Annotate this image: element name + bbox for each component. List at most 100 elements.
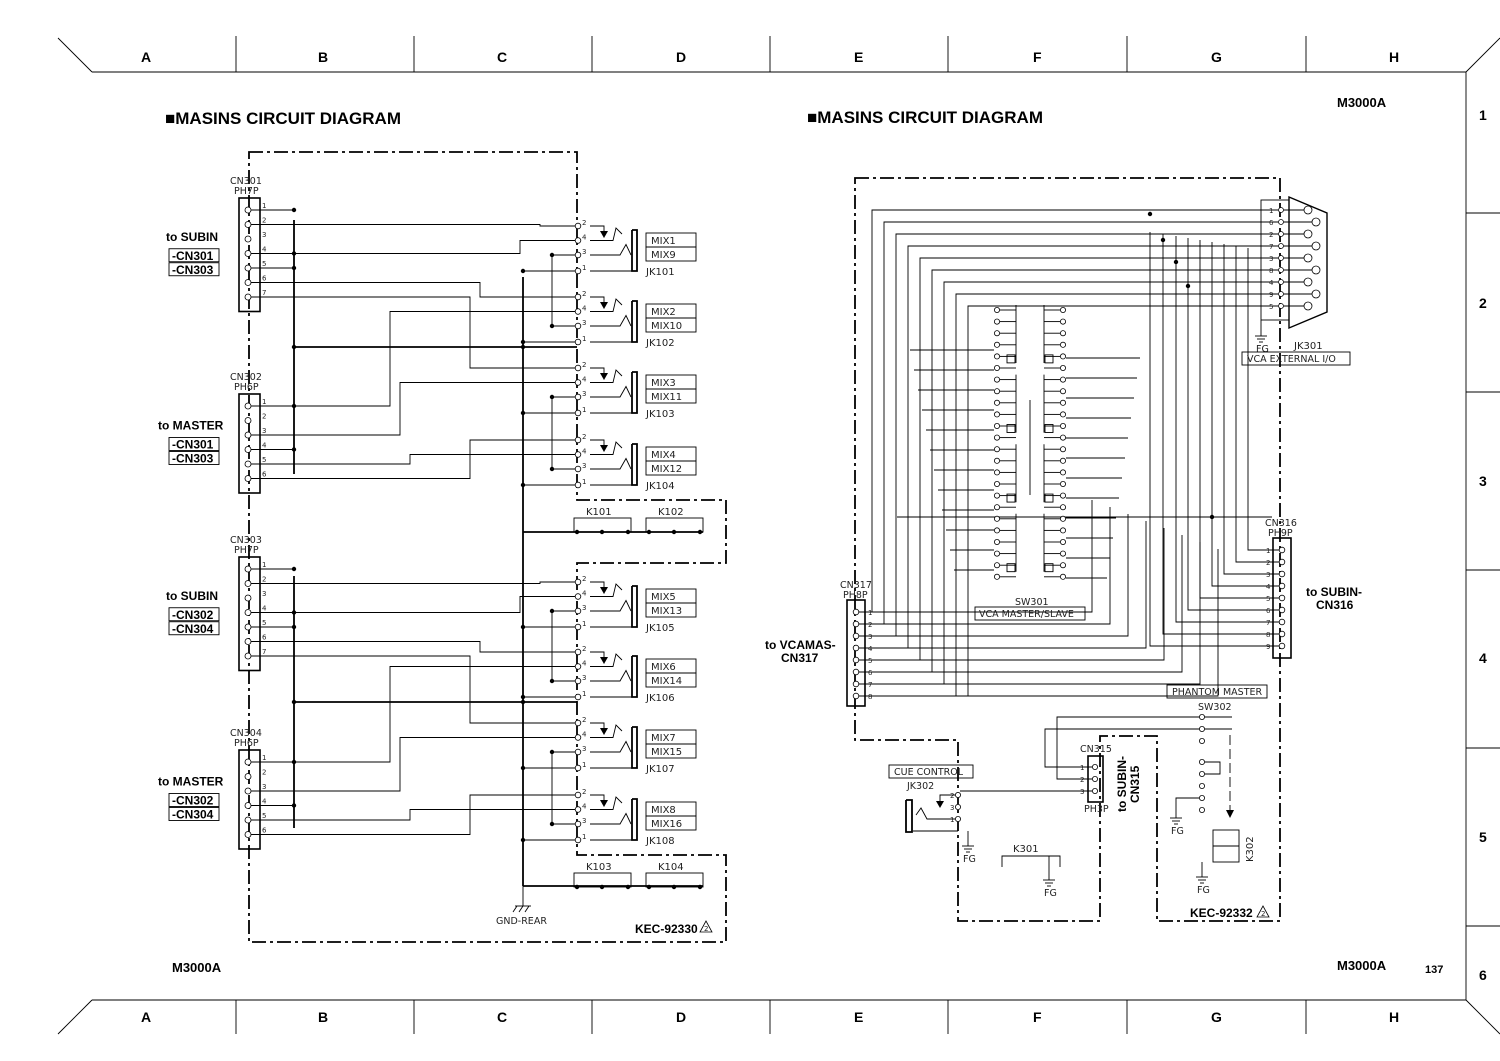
connector-pin: [852, 692, 860, 700]
connector-ref: CN304: [230, 728, 262, 739]
connector-ref: CN302: [230, 372, 262, 383]
sw302-terminal: [1199, 714, 1206, 721]
jack-pin: [574, 436, 582, 444]
jack-contact: [590, 457, 632, 470]
cn317-wire: [859, 514, 1129, 637]
dsub-pin-number: 4: [1269, 279, 1274, 287]
jack-pin-number: 1: [582, 761, 586, 769]
grid-row-label: 3: [1479, 473, 1487, 489]
grid-dividers: [235, 36, 1307, 1034]
jack-pin: [574, 409, 582, 417]
connector-pin-number: 1: [262, 202, 266, 210]
connector-destination: to MASTER: [158, 419, 224, 433]
mix-label-box: [645, 602, 697, 618]
signal-wire: [251, 439, 575, 479]
cn316-wire: [1211, 242, 1279, 587]
dsub-pin: [1278, 279, 1284, 285]
jack-tip-arrow: [600, 728, 608, 735]
connector-type: PH6P: [234, 382, 259, 393]
sw301-terminal: [1060, 550, 1067, 557]
connector-pin-number: 3: [262, 427, 266, 435]
junction-dot: [291, 403, 297, 409]
page-number: 137: [1425, 964, 1443, 976]
connector-pin: [244, 221, 252, 228]
cn316-wire: [1162, 234, 1279, 635]
jack-pin: [574, 308, 582, 315]
connector-ref: CN317: [840, 580, 872, 591]
mix-label: MIX13: [651, 606, 682, 617]
mix-label: MIX6: [651, 662, 676, 673]
connector-pin: [244, 417, 252, 424]
cn317-wire: [859, 507, 1111, 625]
sw301-actuator: [1044, 354, 1054, 364]
dsub-contact: [1311, 265, 1321, 275]
ground-label: FG: [963, 854, 976, 865]
cue-caption-box: [888, 764, 974, 779]
sw301-terminal: [994, 550, 1001, 557]
connector-target: CN316: [1316, 598, 1354, 612]
jack-pin-number: 4: [582, 448, 587, 456]
sw301-terminal: [994, 341, 1001, 348]
ground-label: FG: [1044, 888, 1057, 899]
dsub-contact: [1303, 277, 1313, 287]
junction-dot: [291, 251, 297, 256]
sw302-ref: SW302: [1198, 702, 1232, 713]
mix-label: MIX1: [651, 236, 676, 247]
sw301-terminal: [1060, 364, 1067, 371]
connector-destination: to SUBIN: [166, 230, 218, 244]
junction-dot: [291, 566, 297, 572]
sw301-actuator: [1006, 563, 1016, 573]
sw301-terminal: [1060, 422, 1067, 429]
jack-tip-arrow: [600, 302, 608, 309]
jack-pin-number: 3: [582, 248, 586, 256]
jack-pin: [574, 338, 582, 346]
connector-target: -CN304: [172, 622, 214, 636]
connector-pin: [244, 475, 252, 482]
jack-pin: [574, 764, 582, 772]
dsub-pin: [1278, 219, 1284, 225]
mix-label: MIX3: [651, 378, 676, 389]
connector-pin-number: 3: [262, 231, 266, 239]
connector-pin-number: 6: [1266, 607, 1271, 615]
k301-ref: K301: [1013, 844, 1039, 855]
connector-target: -CN304: [172, 808, 214, 822]
mix-label: MIX16: [651, 819, 682, 830]
jack-pin: [574, 393, 582, 401]
signal-wire: [251, 282, 575, 298]
link-k104: K104: [645, 862, 704, 890]
connector-pin: [1278, 546, 1286, 554]
connector-pin-number: 6: [262, 827, 267, 835]
jk301-wire: [955, 293, 1278, 696]
connector-pin-number: 1: [868, 609, 872, 617]
connector-pin: [244, 787, 252, 795]
junction-dot: [291, 447, 297, 452]
grid-column-label-bottom: D: [676, 1009, 686, 1025]
connector-target: CN317: [781, 651, 819, 665]
connector-pin: [1278, 594, 1286, 602]
connector-pin-number: 1: [262, 561, 266, 569]
jack-pin: [574, 648, 582, 656]
sw301-terminal: [994, 573, 1001, 580]
jack-ring: [590, 227, 623, 241]
jack-pin: [574, 578, 582, 586]
jack-pin-number: 3: [582, 817, 586, 825]
jack-pin-number: 2: [582, 788, 586, 796]
grid-row-label: 6: [1479, 967, 1487, 983]
grid-row-label: 1: [1479, 107, 1487, 123]
sw301-terminal: [994, 504, 1001, 511]
sw301-actuator: [1006, 424, 1016, 433]
junction-dot: [291, 265, 297, 271]
sw302-terminal: [1199, 795, 1206, 802]
connector-pin: [852, 620, 860, 628]
ground-label: FG: [1171, 826, 1184, 837]
mix-label-box: [645, 672, 697, 688]
target-box: [168, 248, 220, 263]
connector-pin-number: 3: [262, 590, 266, 598]
junction-dot: [549, 678, 555, 684]
connector-type: PH6P: [234, 738, 259, 749]
signal-wire: [251, 240, 575, 254]
